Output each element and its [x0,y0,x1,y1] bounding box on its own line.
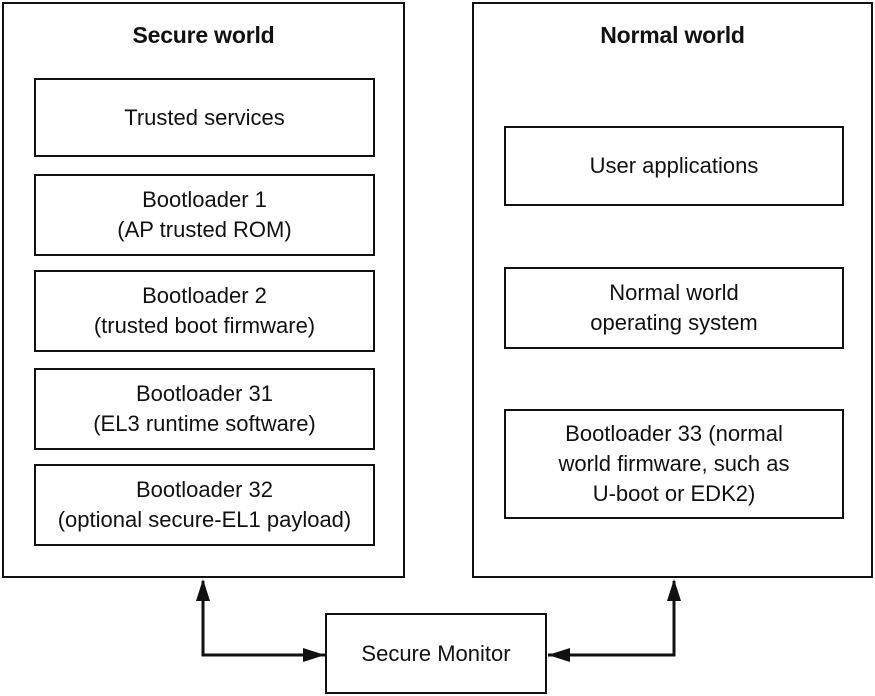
bootloader-33-line-2: world firmware, such as [558,451,790,476]
arrow-up-normal-icon [667,579,681,601]
user-applications-box: User applications [504,126,844,206]
bootloader-31-title: Bootloader 31 [136,381,273,406]
user-applications-label: User applications [589,153,759,178]
bootloader-32-title: Bootloader 32 [136,477,273,502]
normal-to-monitor-connector [548,581,676,657]
trusted-services-label: Trusted services [124,104,285,130]
normal-world-panel: Normal world User applications Normal wo… [472,2,873,578]
normal-world-os-line-1: Normal world [609,280,739,305]
bootloader-2-desc: (trusted boot firmware) [93,313,316,338]
bootloader-1-box: Bootloader 1 (AP trusted ROM) [34,174,375,256]
bootloader-1-desc: (AP trusted ROM) [117,217,292,242]
bootloader-1-title: Bootloader 1 [142,187,267,212]
arrow-up-secure-icon [196,579,210,601]
arrow-left-monitor-icon [548,648,570,662]
arrow-right-monitor-icon [303,648,325,662]
secure-world-title: Secure world [132,22,275,48]
secure-monitor-box: Secure Monitor [325,613,547,694]
bootloader-2-box: Bootloader 2 (trusted boot firmware) [34,270,375,352]
trusted-services-box: Trusted services [34,78,375,157]
secure-world-panel: Secure world Trusted services Bootloader… [2,2,405,578]
normal-world-os-line-2: operating system [590,310,758,335]
normal-world-title: Normal world [600,22,745,48]
bootloader-33-box: Bootloader 33 (normal world firmware, su… [504,409,844,519]
bootloader-33-line-1: Bootloader 33 (normal [565,421,783,446]
bootloader-32-box: Bootloader 32 (optional secure-EL1 paylo… [34,464,375,546]
secure-to-monitor-connector [201,581,325,657]
bootloader-32-desc: (optional secure-EL1 payload) [57,507,352,532]
bootloader-31-desc: (EL3 runtime software) [93,411,316,436]
bootloader-2-title: Bootloader 2 [142,283,267,308]
bootloader-33-line-3: U-boot or EDK2) [592,481,756,506]
normal-world-os-box: Normal world operating system [504,267,844,349]
secure-monitor-label: Secure Monitor [361,640,511,666]
bootloader-31-box: Bootloader 31 (EL3 runtime software) [34,368,375,450]
